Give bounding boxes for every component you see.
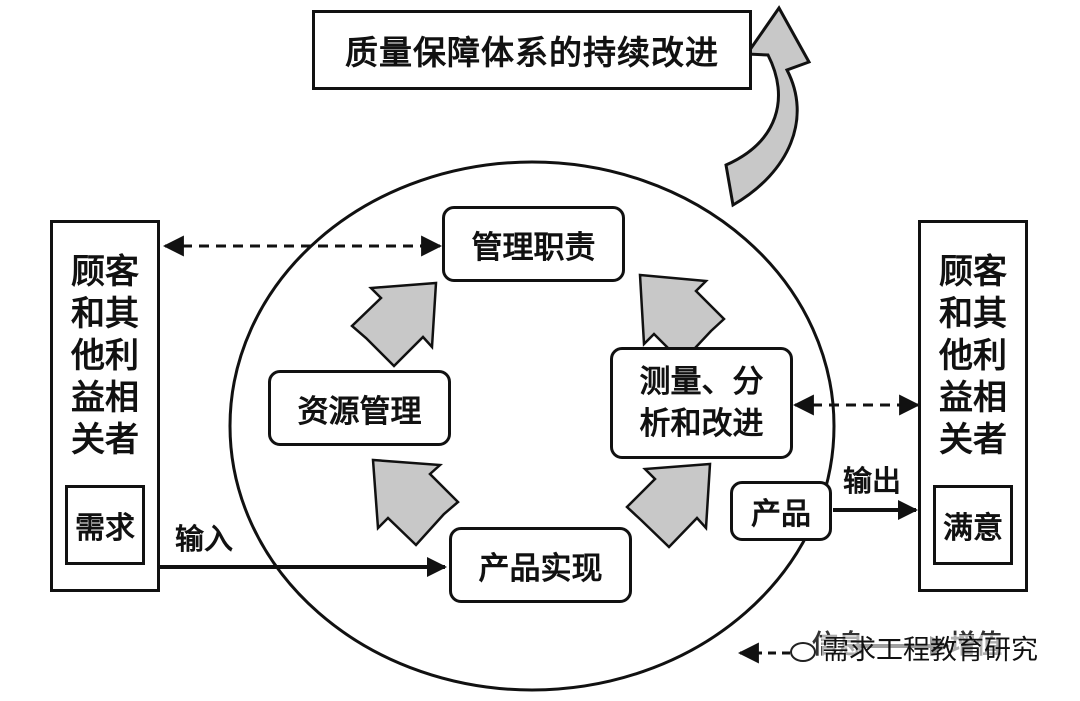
product-box: 产品 bbox=[730, 481, 832, 541]
satisfaction-label: 满意 bbox=[943, 511, 1003, 546]
product-label: 产品 bbox=[751, 497, 811, 532]
input-label: 输入 bbox=[175, 522, 234, 556]
continual-improvement-arrow bbox=[724, 5, 812, 208]
block-arrow-product-to-measurement bbox=[625, 462, 712, 549]
right-stakeholder-label: 顾客 和其 他利 益相 关者 bbox=[939, 252, 1007, 460]
requirements-box: 需求 bbox=[65, 485, 145, 565]
left-stakeholder-box: 顾客 和其 他利 益相 关者 需求 bbox=[50, 220, 160, 592]
process-cycle-circle bbox=[228, 160, 836, 692]
wechat-icon bbox=[790, 641, 816, 662]
measurement-box: 测量、分 析和改进 bbox=[610, 347, 793, 459]
resource-management-box: 资源管理 bbox=[268, 370, 451, 446]
block-arrow-product-to-resource bbox=[371, 458, 460, 547]
right-stakeholder-box: 顾客 和其 他利 益相 关者 满意 bbox=[918, 220, 1028, 592]
measurement-label: 测量、分 析和改进 bbox=[639, 364, 764, 442]
product-realization-label: 产品实现 bbox=[478, 550, 603, 587]
satisfaction-box: 满意 bbox=[933, 485, 1013, 565]
watermark: 需求工程教育研究 bbox=[790, 628, 1038, 667]
requirements-label: 需求 bbox=[75, 511, 135, 546]
left-stakeholder-label: 顾客 和其 他利 益相 关者 bbox=[71, 252, 139, 460]
block-arrow-resource-to-management bbox=[350, 281, 438, 368]
watermark-text: 需求工程教育研究 bbox=[822, 635, 1038, 666]
resource-management-label: 资源管理 bbox=[297, 393, 422, 430]
output-label: 输出 bbox=[843, 464, 902, 498]
management-responsibility-box: 管理职责 bbox=[442, 206, 625, 282]
product-realization-box: 产品实现 bbox=[449, 527, 632, 603]
management-responsibility-label: 管理职责 bbox=[471, 229, 596, 266]
title-text: 质量保障体系的持续改进 bbox=[345, 33, 719, 72]
title-box: 质量保障体系的持续改进 bbox=[312, 10, 752, 90]
